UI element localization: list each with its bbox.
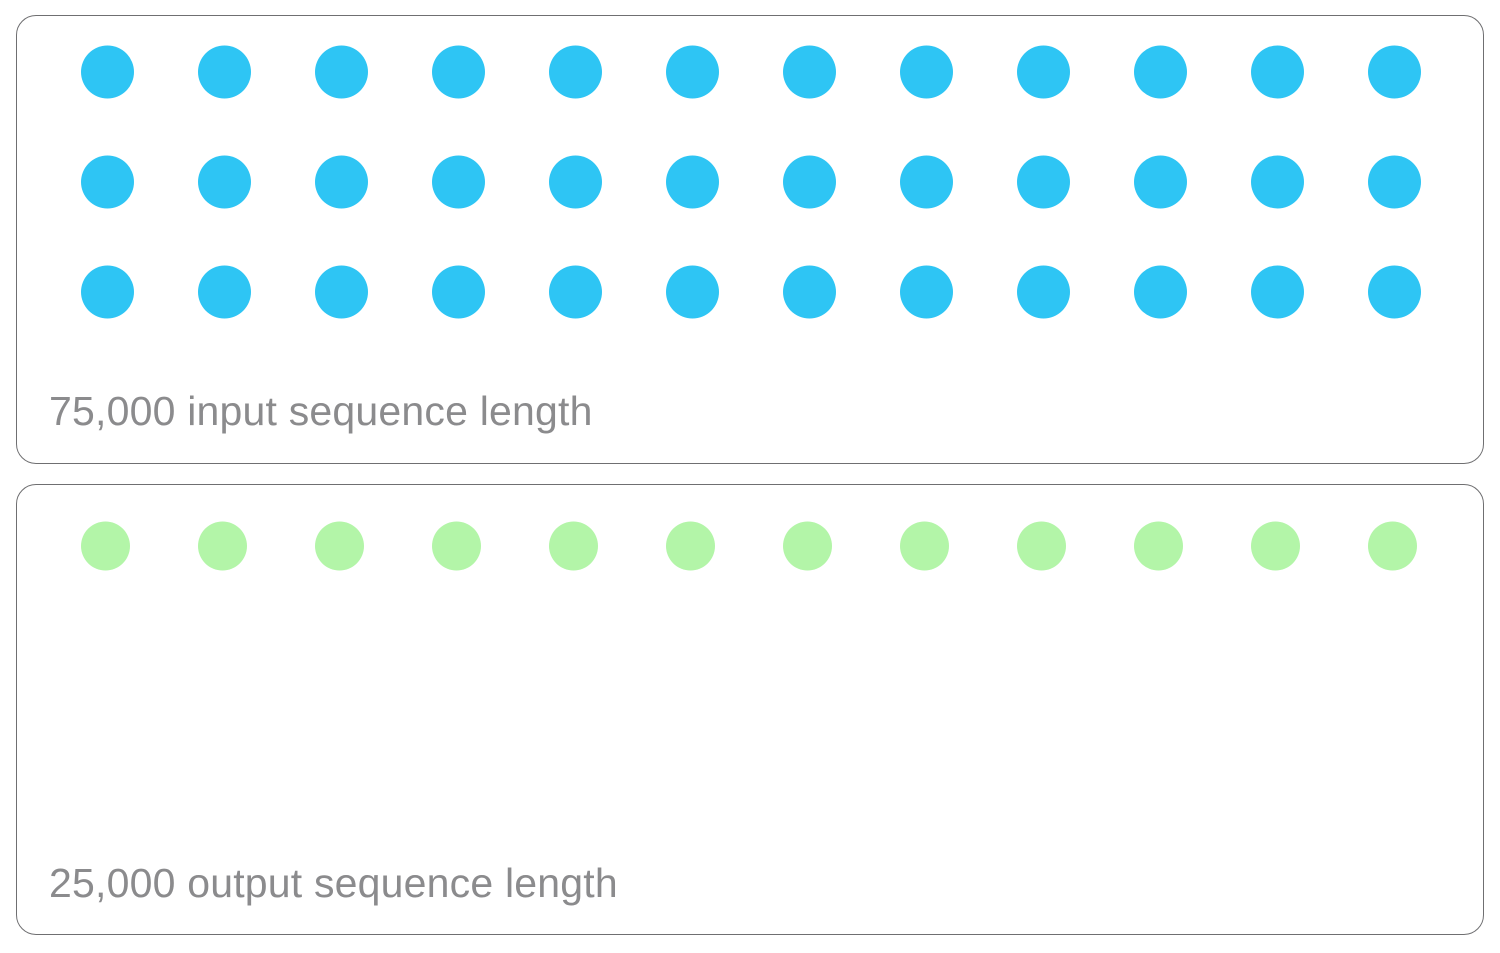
input-token-dot [666,155,719,209]
input-token-dot [198,265,251,319]
output-sequence-caption: 25,000 output sequence length [49,860,618,906]
input-token-dot [81,45,134,99]
input-token-dot [1368,45,1421,99]
input-token-dot [198,155,251,209]
output-dot-grid [17,491,1483,601]
output-token-dot [666,521,715,571]
input-token-dot [81,155,134,209]
output-token-dot [81,521,130,571]
dot-row [17,17,1483,127]
input-sequence-panel: 75,000 input sequence length [16,15,1484,464]
input-token-dot [1017,265,1070,319]
output-token-dot [1134,521,1183,571]
input-token-dot [432,155,485,209]
input-token-dot [432,45,485,99]
input-token-dot [1251,265,1304,319]
input-token-dot [900,265,953,319]
input-token-dot [549,265,602,319]
input-token-dot [1134,155,1187,209]
input-token-dot [1134,265,1187,319]
input-token-dot [900,45,953,99]
output-token-dot [432,521,481,571]
input-token-dot [783,45,836,99]
output-token-dot [783,521,832,571]
input-token-dot [432,265,485,319]
dot-row [17,127,1483,237]
input-token-dot [666,45,719,99]
output-token-dot [900,521,949,571]
input-token-dot [1017,45,1070,99]
output-token-dot [1017,521,1066,571]
input-token-dot [1251,45,1304,99]
output-token-dot [198,521,247,571]
output-sequence-panel: 25,000 output sequence length [16,484,1484,935]
input-token-dot [783,155,836,209]
input-token-dot [1251,155,1304,209]
input-token-dot [315,155,368,209]
output-token-dot [549,521,598,571]
input-token-dot [315,265,368,319]
input-token-dot [1134,45,1187,99]
input-token-dot [549,155,602,209]
dot-row [17,491,1483,601]
input-sequence-caption: 75,000 input sequence length [49,388,593,434]
output-token-dot [1251,521,1300,571]
input-token-dot [783,265,836,319]
input-token-dot [900,155,953,209]
input-dot-grid [17,17,1483,347]
input-token-dot [1368,265,1421,319]
output-token-dot [1368,521,1417,571]
input-token-dot [198,45,251,99]
dot-row [17,237,1483,347]
input-token-dot [549,45,602,99]
input-token-dot [1017,155,1070,209]
output-token-dot [315,521,364,571]
input-token-dot [1368,155,1421,209]
input-token-dot [315,45,368,99]
input-token-dot [666,265,719,319]
input-token-dot [81,265,134,319]
